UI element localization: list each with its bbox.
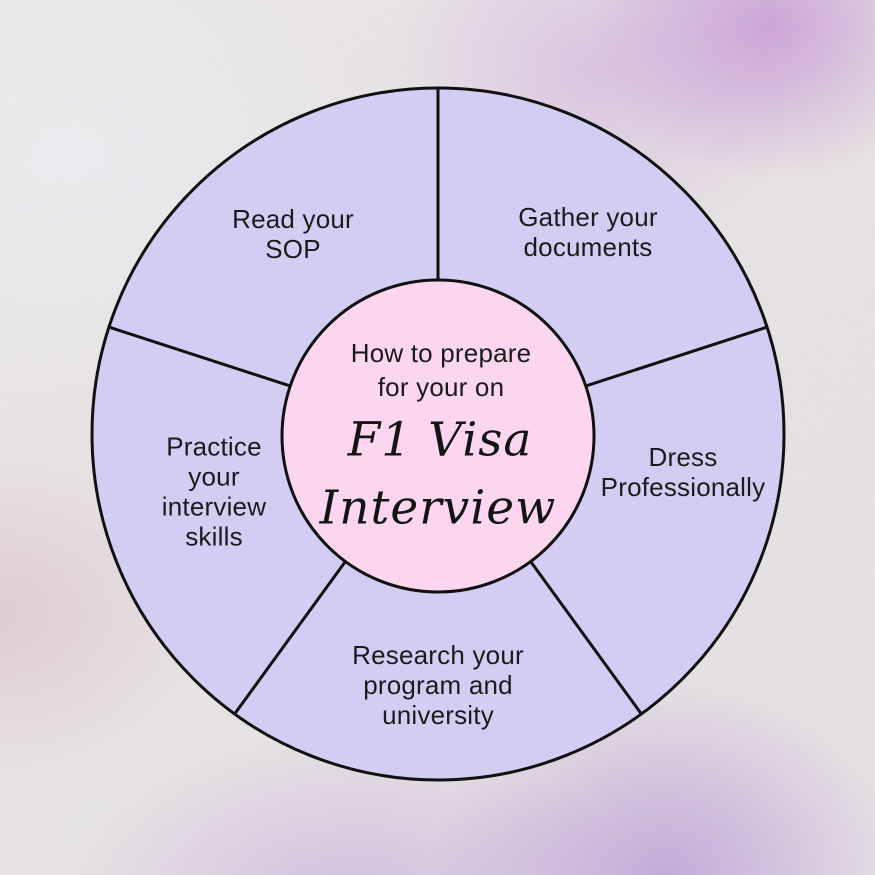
center-title-line2: Interview: [319, 480, 557, 536]
center-title-line1: F1 Visa: [347, 412, 533, 468]
center-circle: [282, 280, 594, 592]
center-intro-text: How to prepare for your on: [350, 338, 532, 402]
segment-label-practice-interview: Practice your interview skills: [161, 431, 267, 553]
center-circle-border: [280, 278, 596, 594]
segment-label-research-program: Research your program and university: [352, 639, 524, 731]
segment-label-read-sop: Read your SOP: [232, 203, 354, 264]
segment-label-gather-documents: Gather your documents: [518, 201, 658, 262]
segment-label-dress-professionally: Dress Professionally: [600, 441, 766, 502]
